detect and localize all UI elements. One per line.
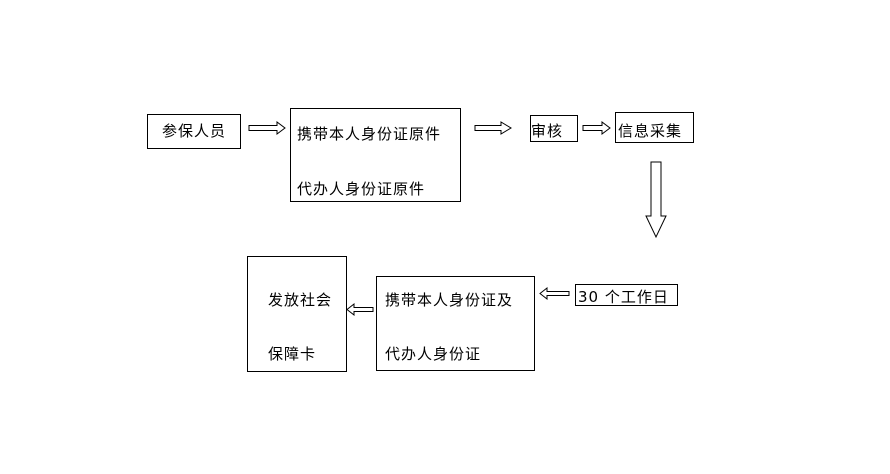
arrow-wait-to-bring-ids [539, 286, 570, 301]
node-wait [575, 284, 678, 306]
node-issue-card-line2: 保障卡 [268, 345, 317, 363]
node-wait-label: 30 个工作日 [578, 288, 669, 306]
node-issue-card [247, 256, 347, 372]
arrow-insured-to-bring-originals [248, 121, 286, 135]
node-review-label: 审核 [531, 122, 564, 140]
arrow-bring-originals-to-review [474, 121, 512, 135]
node-bring-ids-line1: 携带本人身份证及 [385, 291, 514, 309]
node-review [530, 115, 578, 142]
node-issue-card-line1: 发放社会 [268, 291, 333, 309]
node-bring-originals-line2: 代办人身份证原件 [297, 180, 426, 198]
arrow-review-to-info-collect [582, 121, 611, 135]
node-info-collect-label: 信息采集 [618, 122, 683, 140]
node-bring-originals-line1: 携带本人身份证原件 [297, 125, 442, 143]
node-bring-ids [376, 276, 535, 371]
node-info-collect [615, 112, 694, 143]
node-bring-originals [290, 108, 461, 202]
arrow-bring-ids-to-issue-card [346, 302, 374, 317]
node-bring-ids-line2: 代办人身份证 [385, 345, 482, 363]
arrow-info-collect-to-wait [645, 161, 667, 239]
node-insured-label: 参保人员 [162, 122, 227, 140]
node-insured [147, 114, 241, 149]
